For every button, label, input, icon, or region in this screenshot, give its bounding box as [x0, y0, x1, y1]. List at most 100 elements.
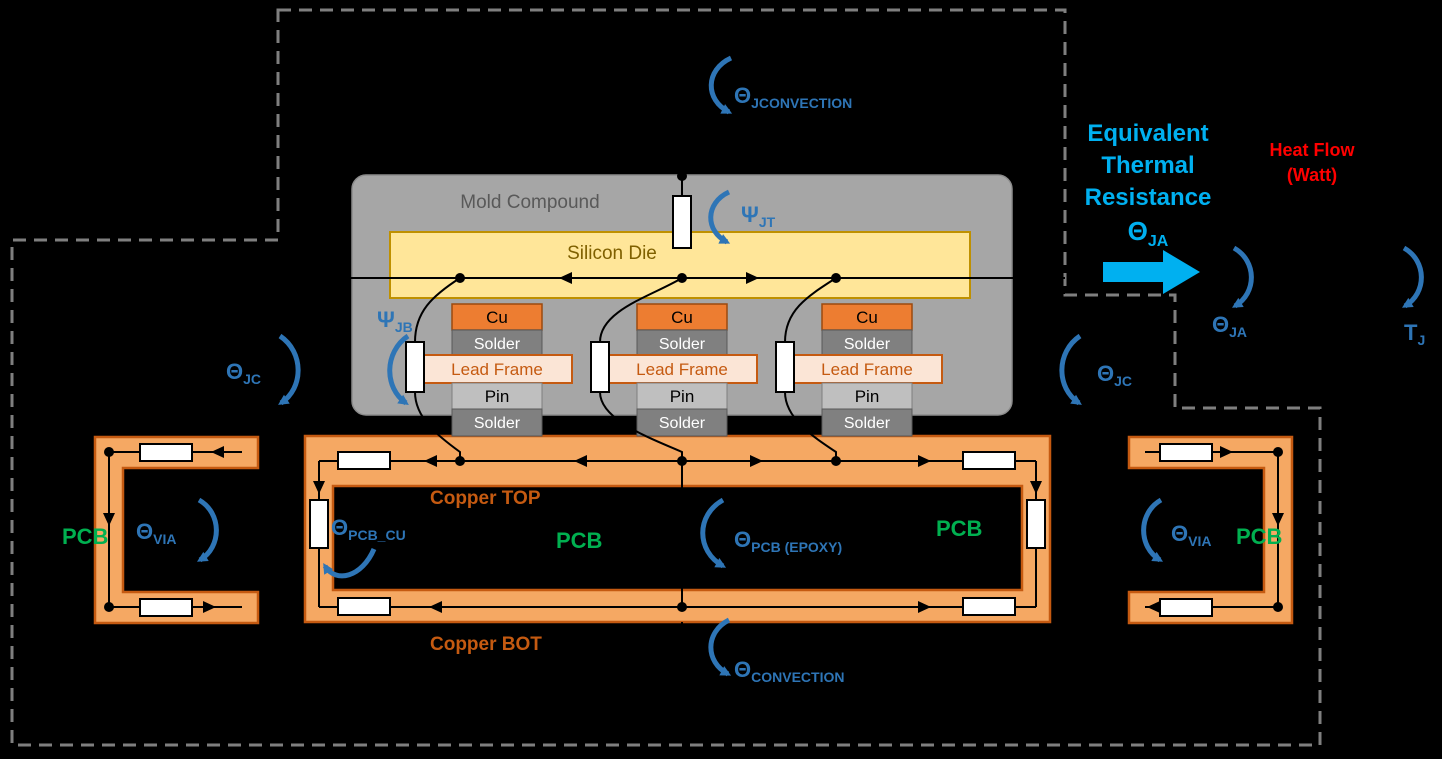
lead-frame [421, 354, 573, 384]
junction-node [455, 273, 465, 283]
wire-arrow [211, 446, 224, 458]
package-leg-2: Cu Solder Lead Frame Pin Solder [606, 303, 758, 437]
package-leg-1: Cu Solder Lead Frame Pin Solder [421, 303, 573, 437]
resistors [309, 195, 1046, 616]
solder-joint-label: Solder [659, 415, 706, 432]
pin-label: Pin [485, 387, 510, 406]
resistor-symbol [139, 443, 193, 462]
nodes-and-flow-arrows [313, 171, 1042, 613]
wire-arrow [1220, 446, 1233, 458]
system-boundary-dashed [10, 8, 1322, 747]
resistor-pcb-left-column [309, 499, 329, 549]
wire-arrow [424, 455, 437, 467]
equivalent-line3: Resistance [1085, 184, 1212, 211]
pcb-label-right-outer: PCB [1236, 524, 1282, 549]
theta-pcb-cu-label: ΘPCB_CU [331, 515, 406, 543]
resistor-copper-top-right [962, 451, 1016, 470]
junction-node [677, 602, 687, 612]
lead-frame-label: Lead Frame [636, 360, 728, 379]
silicon-die-label: Silicon Die [567, 243, 657, 264]
resistor-copper-top-left [337, 451, 391, 470]
cu-pad [451, 303, 543, 331]
wire-arrow [313, 481, 325, 494]
resistor-leg1 [405, 341, 425, 393]
resistor-psi-jt [672, 195, 692, 249]
solder-joint-label: Solder [474, 415, 521, 432]
thermal-labels: ΘJCONVECTION ΨJT ΨJB ΘJC ΘJC ΘVIA ΘVIA Θ… [136, 83, 1425, 685]
psi-jb-label: ΨJB [377, 307, 413, 335]
equivalent-resistance-block: Equivalent Thermal Resistance ΘJA Heat F… [1085, 120, 1355, 294]
solder-layer [451, 329, 543, 356]
wire-arrow [918, 455, 931, 467]
theta-jconvection-label: ΘJCONVECTION [734, 83, 852, 111]
equivalence-big-arrow [1103, 250, 1200, 294]
theta-pcb-epoxy-arrow [700, 497, 727, 569]
theta-jc-right-arrow [1059, 333, 1082, 406]
tj-arrow [1401, 245, 1424, 309]
wire-arrow [750, 455, 763, 467]
resistor-symbol [1159, 598, 1213, 617]
psi-jt-label: ΨJT [741, 202, 776, 230]
wire-arrow [203, 601, 216, 613]
solder-label: Solder [844, 336, 891, 353]
junction-node [104, 447, 114, 457]
solder-joint-label: Solder [844, 415, 891, 432]
tj-label: TJ [1404, 320, 1425, 348]
junction-node [677, 456, 687, 466]
solder-joint [821, 408, 913, 437]
copper-top-label: Copper TOP [430, 488, 541, 509]
wire-arrow [574, 455, 587, 467]
solder-joint [451, 408, 543, 437]
resistor-copper-bot-left [337, 597, 391, 616]
psi-jb-arrow [387, 333, 410, 406]
heat-flow-label-line1: Heat Flow [1269, 140, 1355, 160]
cu-pad-label: Cu [486, 308, 508, 327]
junction-node [831, 456, 841, 466]
pin-label: Pin [855, 387, 880, 406]
theta-via-right-arrow [1141, 497, 1164, 563]
right-outer-pcb [1127, 435, 1294, 625]
theta-jc-right-label: ΘJC [1097, 361, 1132, 389]
wire-arrow [103, 513, 115, 526]
thermal-path-arrows [196, 55, 1424, 677]
theta-ja-label: ΘJA [1212, 312, 1247, 340]
pcb-label-main-left: PCB [556, 528, 602, 553]
theta-pcb-cu-arrow [322, 547, 377, 579]
solder-joint [636, 408, 728, 437]
theta-via-right-label: ΘVIA [1171, 521, 1211, 549]
equivalent-theta-ja: ΘJA [1128, 216, 1169, 250]
theta-jc-left-arrow [278, 333, 301, 406]
lead-frame-label: Lead Frame [451, 360, 543, 379]
lead-frame [791, 354, 943, 384]
theta-jc-left-label: ΘJC [226, 359, 261, 387]
equivalent-line2: Thermal [1101, 152, 1194, 179]
solder-label: Solder [659, 336, 706, 353]
left-pcb-copper-bracket [93, 435, 260, 625]
wire-arrow [1030, 481, 1042, 494]
pin-label: Pin [670, 387, 695, 406]
wire-arrow [559, 272, 572, 284]
resistor-symbol [1159, 443, 1213, 462]
junction-node [677, 171, 687, 181]
theta-ja-arrow [1231, 245, 1254, 309]
junction-node [455, 456, 465, 466]
junction-node [104, 602, 114, 612]
pcb-label-left-outer: PCB [62, 524, 108, 549]
psi-jt-arrow [708, 189, 731, 245]
wire-arrow [1147, 601, 1160, 613]
solder-layer [636, 329, 728, 356]
package-leg-3: Cu Solder Lead Frame Pin Solder [791, 303, 943, 437]
pcb-labels: Copper TOP Copper BOT PCB PCB PCB PCB [62, 488, 1282, 655]
resistor-leg3 [775, 341, 795, 393]
theta-via-left-label: ΘVIA [136, 519, 176, 547]
resistor-copper-bot-right [962, 597, 1016, 616]
wire-arrow [429, 601, 442, 613]
lead-frame-label: Lead Frame [821, 360, 913, 379]
solder-label: Solder [474, 336, 521, 353]
mold-compound-label: Mold Compound [460, 192, 599, 213]
theta-convection-arrow [708, 617, 732, 677]
cu-pad-label: Cu [856, 308, 878, 327]
theta-jconvection-arrow [708, 55, 733, 115]
